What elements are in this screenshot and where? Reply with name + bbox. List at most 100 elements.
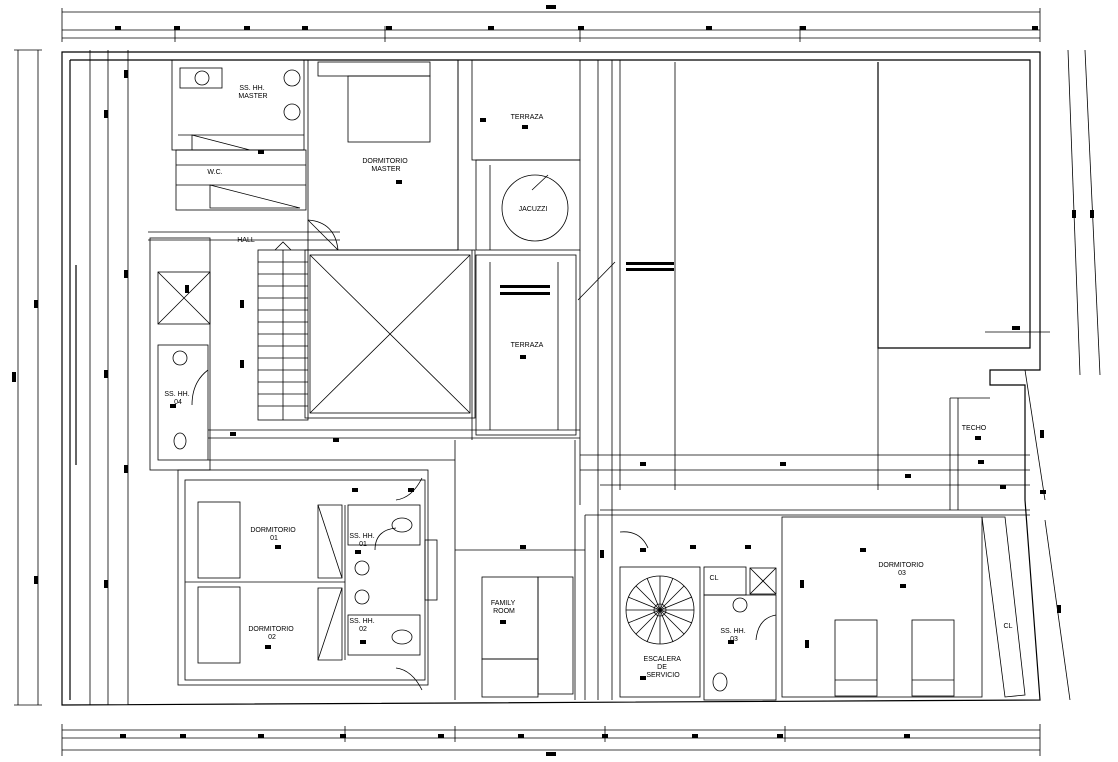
dimension-tags	[12, 5, 1094, 756]
dimension-tag	[706, 26, 712, 30]
dimension-tag	[518, 734, 524, 738]
dimension-tag	[240, 300, 244, 308]
exterior-walls	[61, 51, 1041, 706]
dimension-tag	[124, 465, 128, 473]
dimension-tag	[1040, 430, 1044, 438]
dimension-tag	[104, 110, 108, 118]
family-room-label: FAMILY ROOM	[491, 600, 517, 615]
dimension-tag	[905, 474, 911, 478]
dormitorio-master-walls	[307, 59, 459, 251]
family-room-walls	[481, 576, 574, 698]
dimension-tag	[975, 436, 981, 440]
dimension-tag	[640, 462, 646, 466]
dimension-tag	[170, 404, 176, 408]
dimension-tag	[522, 125, 528, 129]
service-stair	[619, 531, 701, 698]
dormitorio-01-02-walls	[177, 469, 438, 691]
dimension-tag	[115, 26, 121, 30]
elevator-and-ss-hh-04	[149, 237, 211, 471]
jacuzzi-label: JACUZZI	[519, 206, 548, 213]
stair-and-void	[257, 241, 476, 421]
dimension-tag	[777, 734, 783, 738]
cl-1-label: CL	[710, 575, 719, 582]
dimension-tag	[1012, 326, 1020, 330]
dimension-tag	[340, 734, 346, 738]
dimension-tag	[780, 462, 786, 466]
dimension-tag	[265, 645, 271, 649]
ss-hh-01-label: SS. HH. 01	[349, 533, 376, 548]
dimension-tag	[275, 545, 281, 549]
dimension-tag	[230, 432, 236, 436]
dimension-tag	[104, 580, 108, 588]
dimension-tag	[1090, 210, 1094, 218]
vertical-structure	[454, 60, 990, 700]
room-labels: SS. HH. MASTER W.C. DORMITORIO MASTER TE…	[164, 85, 1012, 679]
terraza-mid-walls	[475, 254, 616, 436]
wall-hatch-bars	[500, 262, 674, 295]
dimension-tag	[333, 438, 339, 442]
terraza-jacuzzi-walls	[471, 59, 581, 251]
dimension-tag	[1032, 26, 1038, 30]
dimension-tag	[34, 576, 38, 584]
dimension-tag	[640, 548, 646, 552]
dimension-tag	[352, 488, 358, 492]
dimension-tag	[104, 370, 108, 378]
dimension-tag	[355, 550, 361, 554]
dimension-tag	[1040, 490, 1046, 494]
dimension-tag	[244, 26, 250, 30]
dimension-tag	[120, 734, 126, 738]
dormitorio-03-walls	[781, 516, 1026, 698]
dimension-tag	[602, 734, 608, 738]
hall-label: HALL	[237, 237, 255, 244]
dimension-tag	[34, 300, 38, 308]
escalera-servicio-label: ESCALERA DE SERVICIO	[644, 656, 683, 679]
cl-2-label: CL	[1004, 623, 1013, 630]
dimension-tag	[690, 545, 696, 549]
corridor-walls	[148, 231, 1030, 551]
dimension-tag	[12, 372, 16, 382]
dimension-tag	[240, 360, 244, 368]
dimension-tag	[692, 734, 698, 738]
dimension-tag	[180, 734, 186, 738]
dimension-tag	[978, 460, 984, 464]
ss-hh-04-label: SS. HH. 04	[164, 391, 191, 406]
dimension-tag	[488, 26, 494, 30]
wic-label: W.C.	[207, 169, 222, 176]
terraza-top-label: TERRAZA	[511, 114, 544, 121]
dimension-tag	[500, 620, 506, 624]
dormitorio-master-label: DORMITORIO MASTER	[362, 158, 409, 173]
dimension-tag	[600, 550, 604, 558]
dimension-tag	[546, 752, 556, 756]
dimension-tag	[258, 150, 264, 154]
dimension-tag	[396, 180, 402, 184]
dimension-lines-top	[61, 8, 1041, 42]
dimension-tag	[480, 118, 486, 122]
dormitorio-02-label: DORMITORIO 02	[248, 626, 295, 641]
dimension-tag	[520, 545, 526, 549]
terraza-mid-label: TERRAZA	[511, 342, 544, 349]
dimension-tag	[185, 285, 189, 293]
dimension-tag	[1072, 210, 1076, 218]
dimension-tag	[904, 734, 910, 738]
dimension-tag	[302, 26, 308, 30]
dimension-tag	[578, 26, 584, 30]
ss-hh-master-walls	[171, 59, 307, 211]
dimension-tag	[124, 270, 128, 278]
dimension-tag	[124, 70, 128, 78]
dormitorio-01-label: DORMITORIO 01	[250, 527, 297, 542]
dimension-tag	[640, 676, 646, 680]
dimension-tag	[174, 26, 180, 30]
dimension-tag	[546, 5, 556, 9]
dimension-tag	[408, 488, 414, 492]
dimension-tag	[520, 355, 526, 359]
ss-hh-master-label: SS. HH. MASTER	[238, 85, 267, 100]
dimension-tag	[438, 734, 444, 738]
dimension-lines-bottom	[61, 724, 1041, 756]
dimension-tag	[360, 640, 366, 644]
dimension-tag	[258, 734, 264, 738]
dormitorio-03-label: DORMITORIO 03	[878, 562, 925, 577]
dimension-tag	[900, 584, 906, 588]
dimension-lines-right	[985, 49, 1101, 701]
ss-hh-03-label: SS. HH. 03	[720, 628, 747, 643]
